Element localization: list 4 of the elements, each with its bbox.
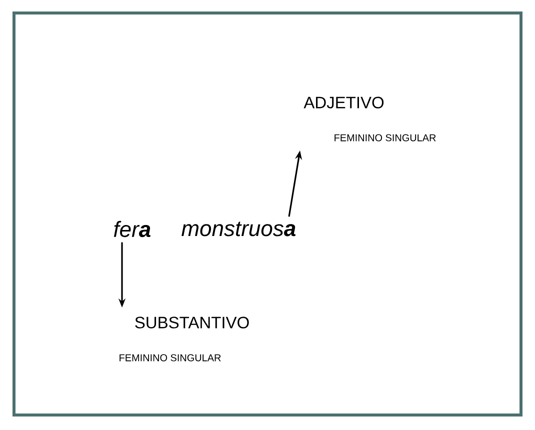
label-text: SUBSTANTIVO FEMININO SINGULAR [120,316,249,362]
word: fera [114,220,150,238]
word: monstruosa [182,222,296,236]
label-text: ADJETIVO FEMININO SINGULAR [304,96,436,142]
